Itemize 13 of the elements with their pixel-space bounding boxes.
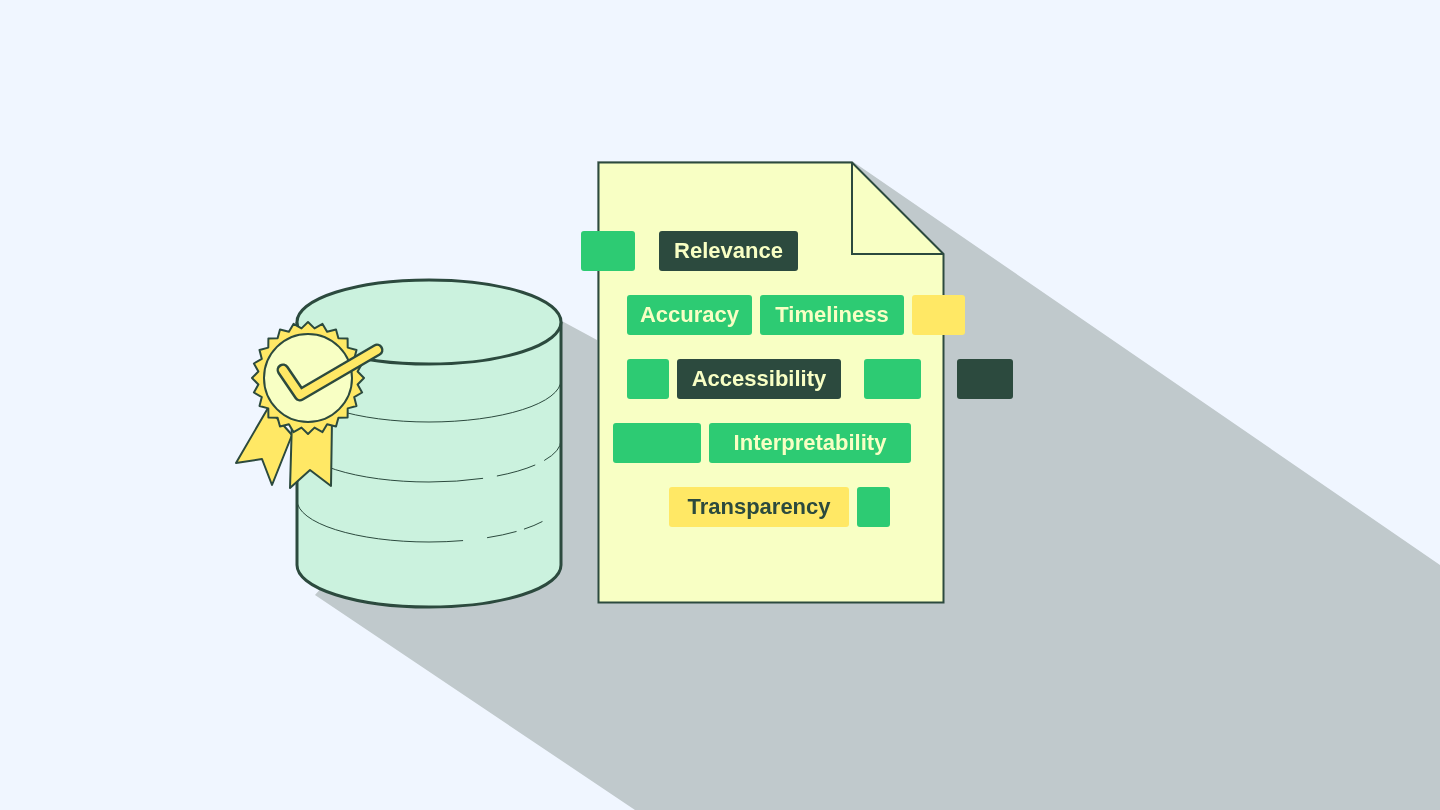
- quality-tag: Transparency: [669, 487, 849, 527]
- quality-tag: Accessibility: [677, 359, 841, 399]
- tag-block: [912, 295, 965, 335]
- tag-block: [857, 487, 890, 527]
- tag-block: [864, 359, 921, 399]
- quality-tag: Interpretability: [709, 423, 911, 463]
- tag-block: [627, 359, 669, 399]
- quality-tag: Accuracy: [627, 295, 752, 335]
- tag-block: [957, 359, 1013, 399]
- quality-tag: Timeliness: [760, 295, 904, 335]
- tag-block: [613, 423, 701, 463]
- tag-block: [581, 231, 635, 271]
- quality-tag: Relevance: [659, 231, 798, 271]
